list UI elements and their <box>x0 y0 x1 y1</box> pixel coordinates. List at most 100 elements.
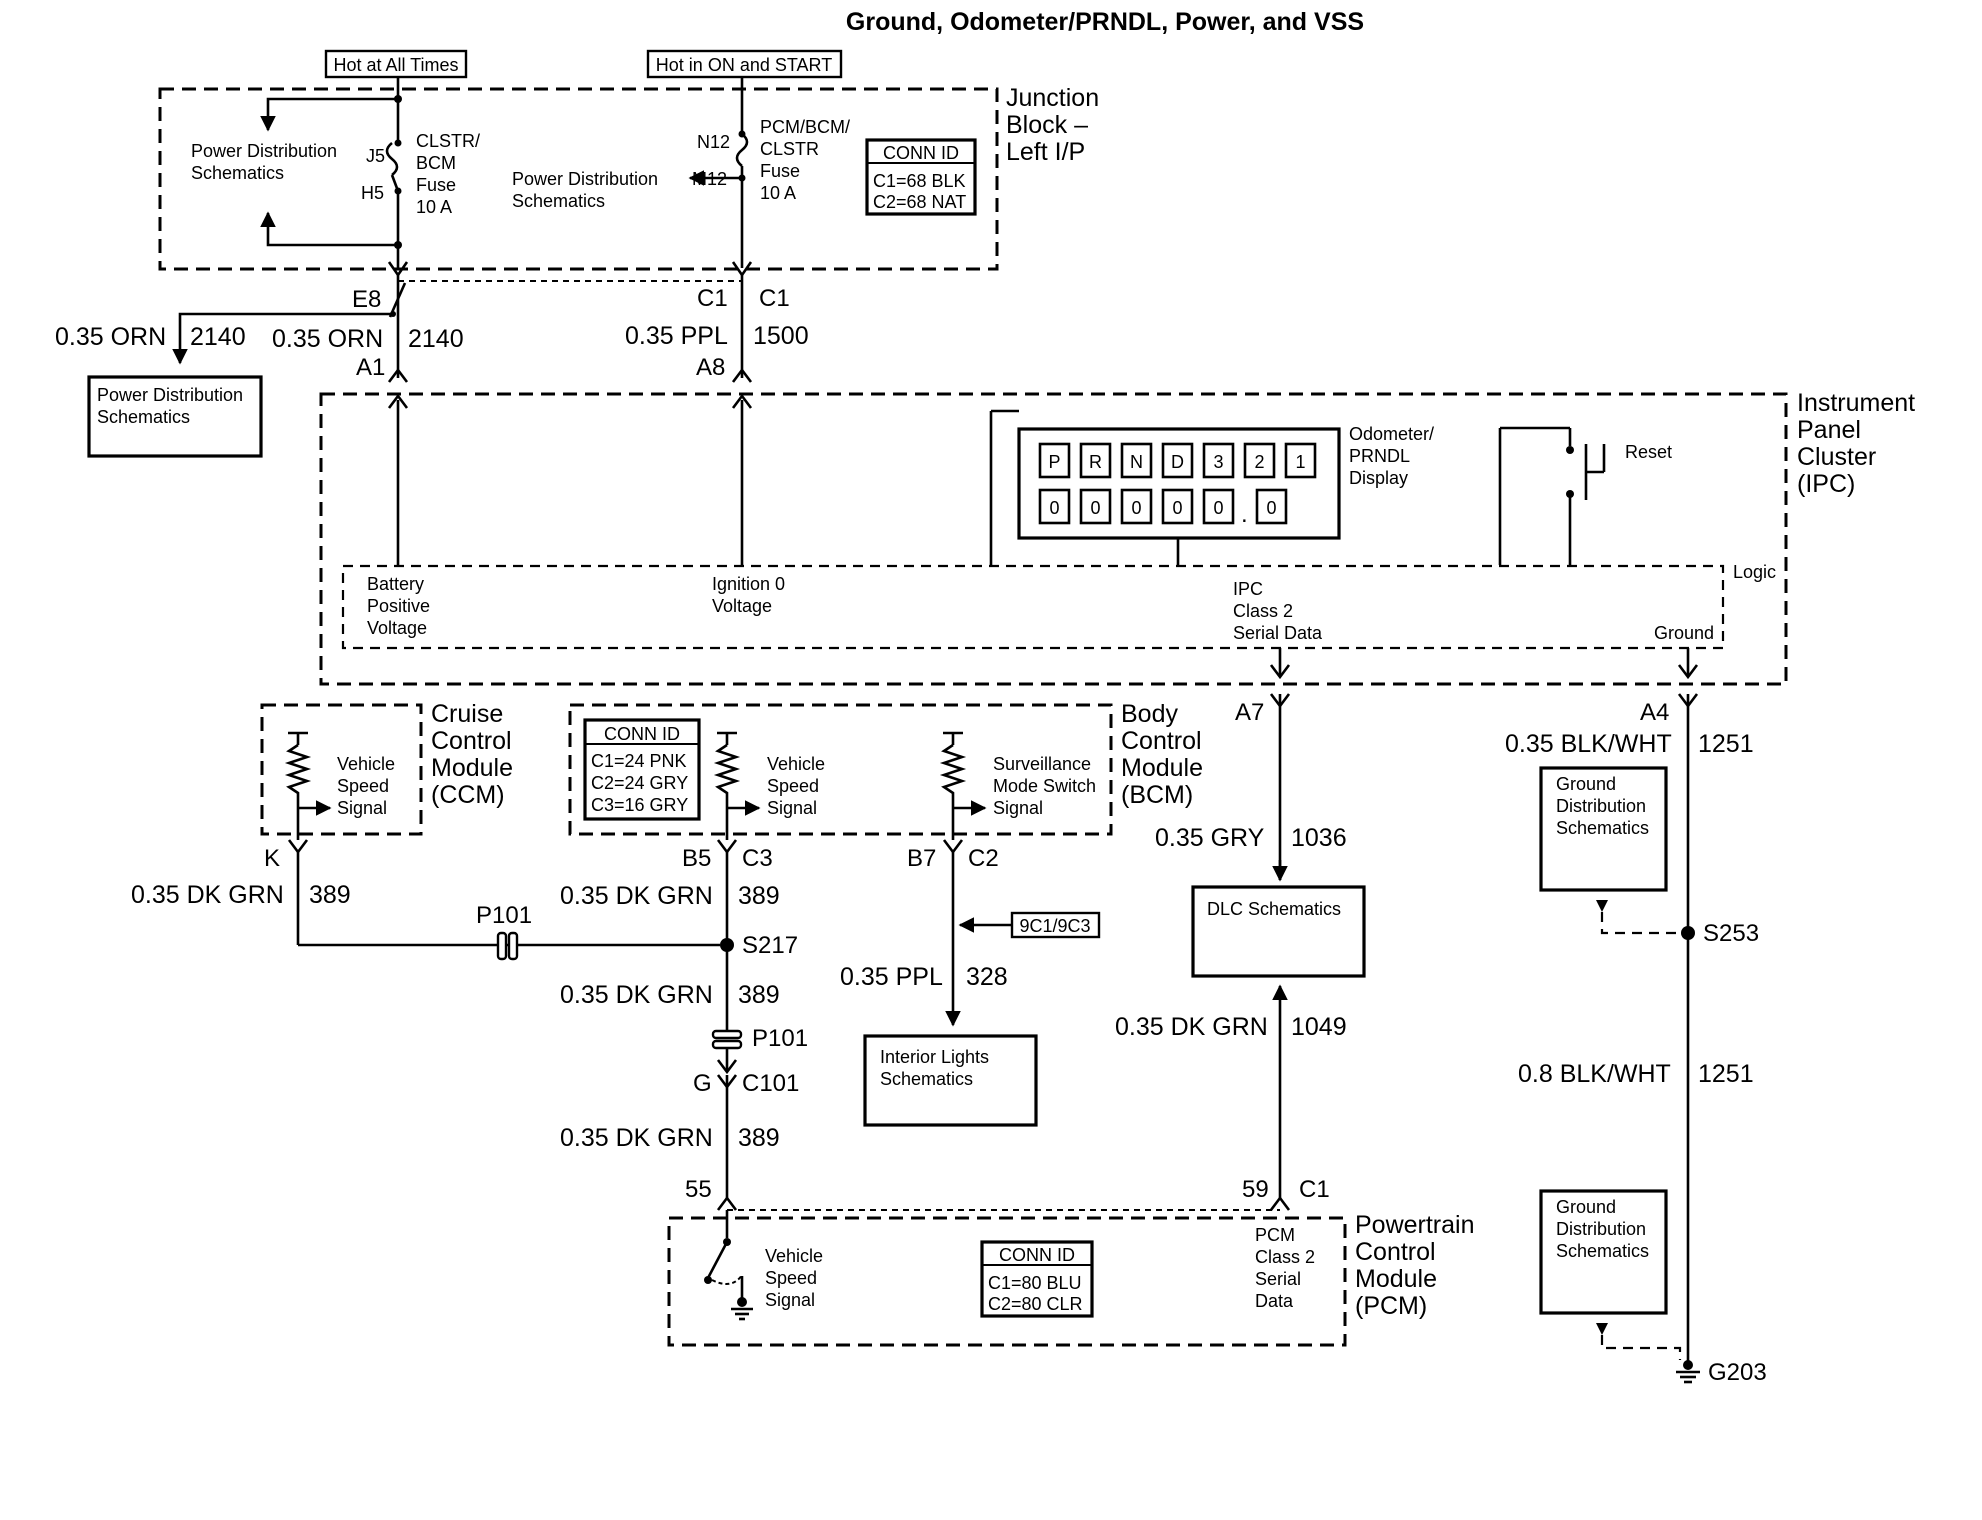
junction-block-conn-id: CONN ID C1=68 BLK C2=68 NAT <box>865 138 977 216</box>
wire-0-35-ppl-gauge: 0.35 PPL <box>625 322 728 350</box>
svg-text:Schematics: Schematics <box>512 191 605 211</box>
svg-text:Serial: Serial <box>1255 1269 1301 1289</box>
svg-text:Odometer/: Odometer/ <box>1349 424 1434 444</box>
odometer-digit: 0 <box>1038 488 1071 525</box>
odometer-digit: 0 <box>1120 488 1153 525</box>
junction-block-name: Junction Block – Left I/P <box>1006 84 1099 166</box>
splice-s217: S217 <box>742 932 798 959</box>
svg-text:Fuse: Fuse <box>416 175 456 195</box>
svg-text:N: N <box>1130 452 1143 472</box>
svg-text:Module: Module <box>431 754 513 782</box>
wire-0-35-gry-gauge: 0.35 GRY <box>1155 824 1265 852</box>
prndl-segment: R <box>1079 442 1112 479</box>
pin-55: 55 <box>685 1176 712 1203</box>
svg-text:Surveillance: Surveillance <box>993 754 1091 774</box>
odometer-decimal-point: . <box>1241 501 1248 528</box>
pin-b5: B5 <box>682 845 711 872</box>
svg-text:IPC: IPC <box>1233 579 1263 599</box>
pcm-name: Powertrain Control Module (PCM) <box>1355 1211 1475 1320</box>
svg-text:CONN ID: CONN ID <box>999 1245 1075 1265</box>
battery-positive-voltage-label: Battery Positive Voltage <box>367 574 430 638</box>
svg-text:Hot in ON and START: Hot in ON and START <box>656 55 832 75</box>
pin-k: K <box>264 845 280 872</box>
wire-0-35-ppl-328-gauge: 0.35 PPL <box>840 963 943 991</box>
svg-text:CLSTR/: CLSTR/ <box>416 131 480 151</box>
svg-text:C1=68 BLK: C1=68 BLK <box>873 171 966 191</box>
svg-text:Interior Lights: Interior Lights <box>880 1047 989 1067</box>
connector-p101-vertical <box>711 1029 743 1050</box>
svg-text:Serial Data: Serial Data <box>1233 623 1323 643</box>
svg-text:PCM/BCM/: PCM/BCM/ <box>760 117 850 137</box>
ccm-vss-resistor <box>284 731 332 840</box>
svg-text:(PCM): (PCM) <box>1355 1292 1427 1320</box>
connector-c1-right: C1 <box>759 285 790 312</box>
svg-text:Vehicle: Vehicle <box>767 754 825 774</box>
ground-g203-symbol <box>1676 1360 1700 1384</box>
prndl-segment: D <box>1161 442 1194 479</box>
pcm-vss-label: Vehicle Speed Signal <box>765 1246 823 1310</box>
svg-text:2: 2 <box>1254 452 1264 472</box>
odometer-digit: 0 <box>1202 488 1235 525</box>
svg-text:Vehicle: Vehicle <box>337 754 395 774</box>
prndl-segment: 1 <box>1284 442 1317 479</box>
svg-text:D: D <box>1171 452 1184 472</box>
svg-text:Ground: Ground <box>1556 1197 1616 1217</box>
reset-switch <box>1498 426 1606 565</box>
logic-label: Logic <box>1733 562 1776 582</box>
pin-n12: N12 <box>697 132 730 152</box>
svg-text:(CCM): (CCM) <box>431 781 505 809</box>
svg-text:Module: Module <box>1121 754 1203 782</box>
wire-389-lower-circuit: 389 <box>738 1124 780 1152</box>
connector-a4: A4 <box>1640 699 1669 726</box>
wire-0-35-dk-grn-389-lower-gauge: 0.35 DK GRN <box>560 1124 713 1152</box>
svg-text:Schematics: Schematics <box>1556 818 1649 838</box>
connector-p101-horizontal <box>496 931 519 961</box>
ground-distribution-box-lower: Ground Distribution Schematics <box>1539 1189 1668 1315</box>
svg-text:Schematics: Schematics <box>1556 1241 1649 1261</box>
bcm-surveillance-label: Surveillance Mode Switch Signal <box>993 754 1096 818</box>
connector-e8: E8 <box>352 286 381 313</box>
svg-text:1: 1 <box>1295 452 1305 472</box>
svg-text:Cruise: Cruise <box>431 700 503 728</box>
wire-389-ccm-circuit: 389 <box>309 881 351 909</box>
svg-text:Signal: Signal <box>765 1290 815 1310</box>
svg-text:Power Distribution: Power Distribution <box>512 169 658 189</box>
svg-text:10 A: 10 A <box>760 183 796 203</box>
wire-1049-circuit: 1049 <box>1291 1013 1347 1041</box>
wire-0-35-dk-grn-389-ccm-gauge: 0.35 DK GRN <box>131 881 284 909</box>
svg-text:PCM: PCM <box>1255 1225 1295 1245</box>
svg-text:Speed: Speed <box>765 1268 817 1288</box>
svg-text:Control: Control <box>431 727 512 755</box>
bcm-box <box>568 703 1113 836</box>
connector-c1-pcm: C1 <box>1299 1176 1330 1203</box>
svg-text:3: 3 <box>1213 452 1223 472</box>
svg-text:C3=16 GRY: C3=16 GRY <box>591 795 688 815</box>
connector-c2: C2 <box>968 845 999 872</box>
pd-schematics-mid-label: Power Distribution Schematics <box>512 169 658 211</box>
svg-text:Voltage: Voltage <box>712 596 772 616</box>
svg-text:0: 0 <box>1172 498 1182 518</box>
pin-j5: J5 <box>366 146 385 166</box>
svg-text:R: R <box>1089 452 1102 472</box>
wire-0-35-blk-wht-gauge: 0.35 BLK/WHT <box>1505 730 1672 758</box>
wire-0-35-orn-right-gauge: 0.35 ORN <box>272 325 383 353</box>
connector-a7: A7 <box>1235 699 1264 726</box>
ccm-box <box>260 703 423 836</box>
svg-text:Block –: Block – <box>1006 111 1088 139</box>
svg-text:Voltage: Voltage <box>367 618 427 638</box>
svg-text:Data: Data <box>1255 1291 1294 1311</box>
ignition-voltage-label: Ignition 0 Voltage <box>712 574 785 616</box>
pin-h5: H5 <box>361 183 384 203</box>
odometer-prndl-display <box>989 409 1341 565</box>
svg-text:Speed: Speed <box>337 776 389 796</box>
connector-a8: A8 <box>696 354 725 381</box>
wire-0-35-orn-left-gauge: 0.35 ORN <box>55 323 166 351</box>
connector-c1-left: C1 <box>697 285 728 312</box>
svg-text:CONN ID: CONN ID <box>883 143 959 163</box>
svg-text:Schematics: Schematics <box>880 1069 973 1089</box>
svg-text:Hot at All Times: Hot at All Times <box>333 55 458 75</box>
svg-text:CONN ID: CONN ID <box>604 724 680 744</box>
pd-schematics-box: Power Distribution Schematics <box>87 375 263 458</box>
pcm-box <box>667 1216 1347 1347</box>
